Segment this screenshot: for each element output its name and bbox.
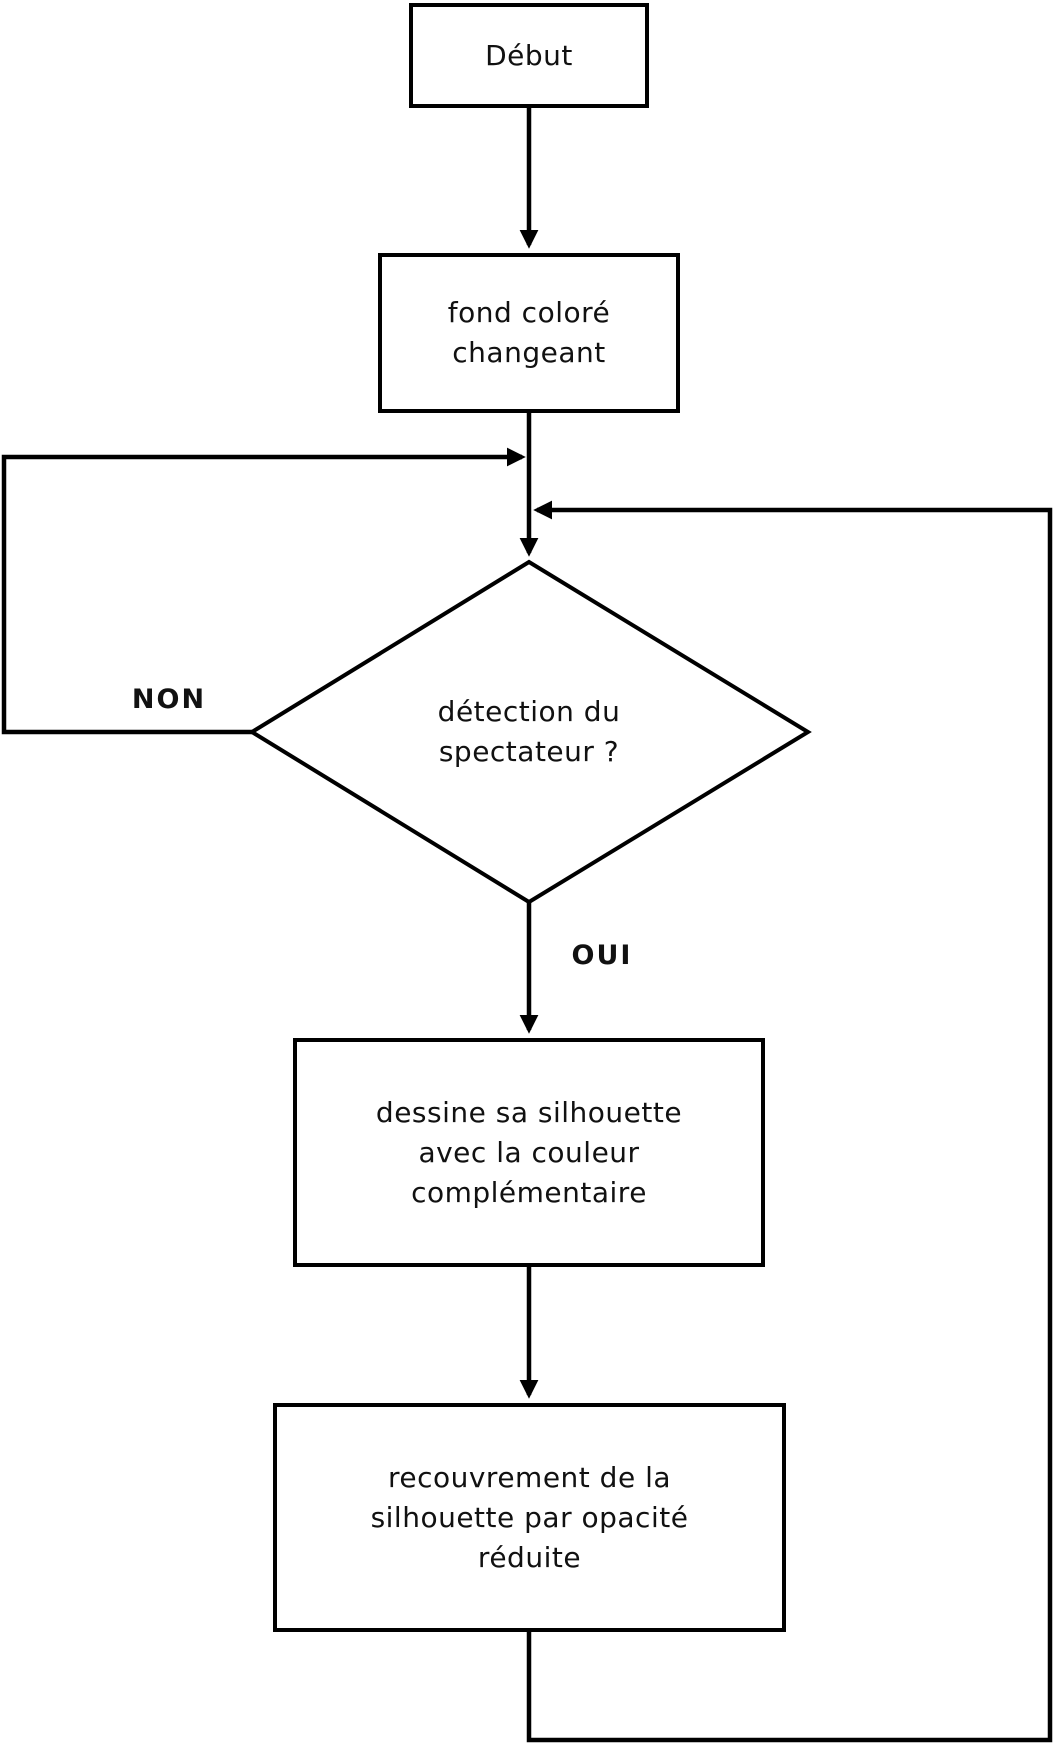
node-draw: dessine sa silhouette avec la couleur co… — [293, 1038, 765, 1267]
decision-diamond — [248, 559, 812, 905]
node-overlay-label: recouvrement de la silhouette par opacit… — [370, 1460, 689, 1574]
node-background-label: fond coloré changeant — [447, 296, 611, 369]
edge-decision-non-loop — [1, 447, 526, 735]
node-decision-label: détection du spectateur ? — [437, 695, 621, 768]
node-background: fond coloré changeant — [378, 253, 680, 413]
edge-overlay-return-loop — [526, 500, 1053, 1743]
node-overlay: recouvrement de la silhouette par opacit… — [273, 1403, 786, 1632]
edge-label-oui: OUI — [571, 940, 633, 971]
node-draw-label: dessine sa silhouette avec la couleur co… — [375, 1095, 683, 1209]
node-start-label: Début — [485, 38, 573, 72]
edge-label-non: NON — [131, 684, 207, 715]
node-start: Début — [409, 3, 649, 108]
